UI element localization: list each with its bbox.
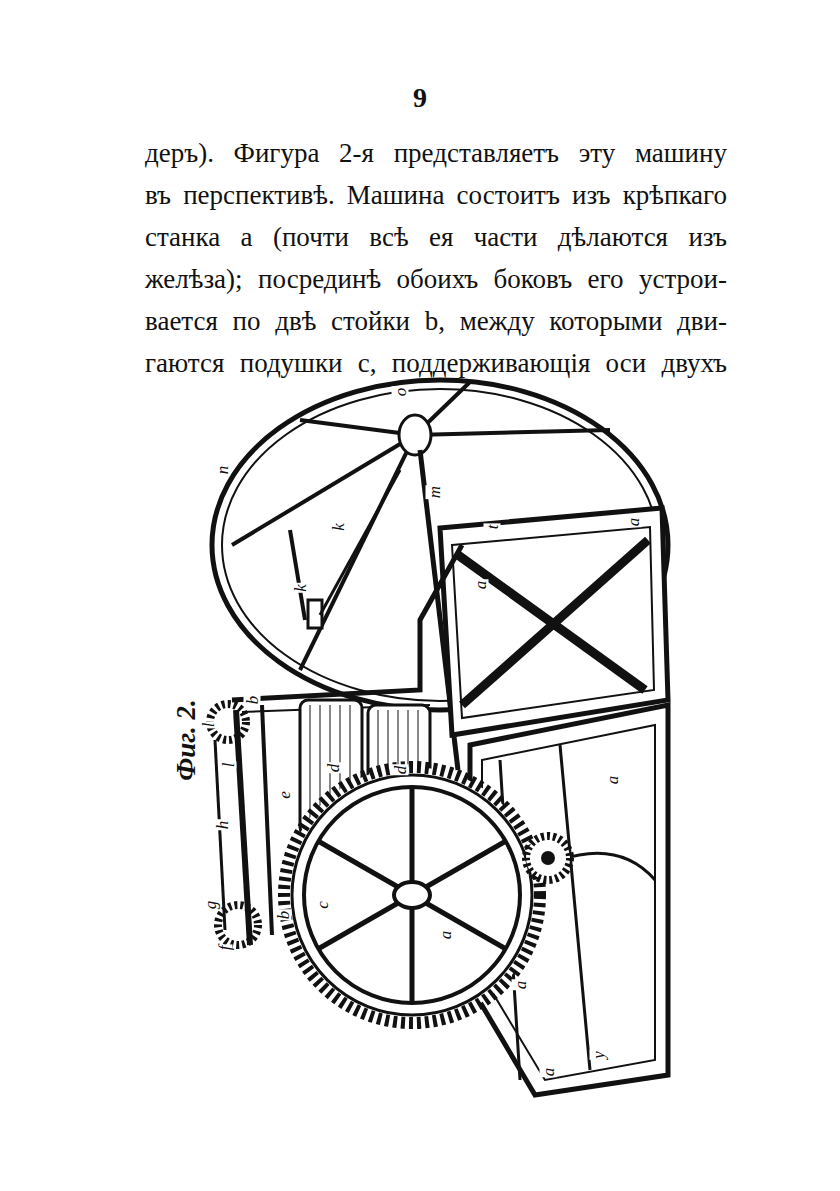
part-letter: a	[437, 930, 454, 941]
part-letter: l	[200, 722, 217, 729]
part-letter: b	[275, 910, 292, 921]
part-letter: k	[292, 583, 309, 593]
part-letter: f	[216, 945, 233, 952]
part-letter: a	[604, 775, 621, 786]
part-letter: h	[214, 820, 231, 831]
part-letter: c	[314, 900, 331, 910]
part-letter: n	[214, 465, 231, 476]
part-letter: m	[426, 485, 443, 499]
part-letter: b	[244, 695, 261, 706]
part-letter: l	[220, 762, 237, 769]
part-letter: a	[540, 1067, 557, 1078]
part-letter: a	[472, 580, 489, 591]
part-letter: a	[625, 517, 642, 528]
part-letter: o	[392, 387, 409, 398]
page-number: 9	[413, 82, 427, 114]
body-text-line: станка a (почти всѣ ея части дѣлаются из…	[145, 222, 727, 253]
body-text-line: гаются подушки c, поддерживающія оси дву…	[145, 348, 727, 379]
part-letter: d	[325, 763, 342, 774]
part-letter: g	[202, 900, 219, 911]
part-letter: e	[276, 790, 293, 800]
body-text-line: вается по двѣ стойки b, между которыми д…	[145, 306, 727, 337]
part-letter: t	[484, 524, 501, 531]
part-letter: d	[392, 765, 409, 776]
body-text-line: желѣза); посрединѣ обоихъ боковъ его уст…	[145, 264, 727, 295]
body-text-line: деръ). Фигура 2-я представляетъ эту маши…	[145, 138, 727, 169]
part-letter: y	[590, 1050, 607, 1060]
body-text-line: въ перспективѣ. Машина состоитъ изъ крѣп…	[145, 180, 727, 211]
figure-caption: Фиг. 2.	[173, 699, 200, 780]
part-letter: a	[512, 980, 529, 991]
part-letter: k	[330, 522, 347, 532]
